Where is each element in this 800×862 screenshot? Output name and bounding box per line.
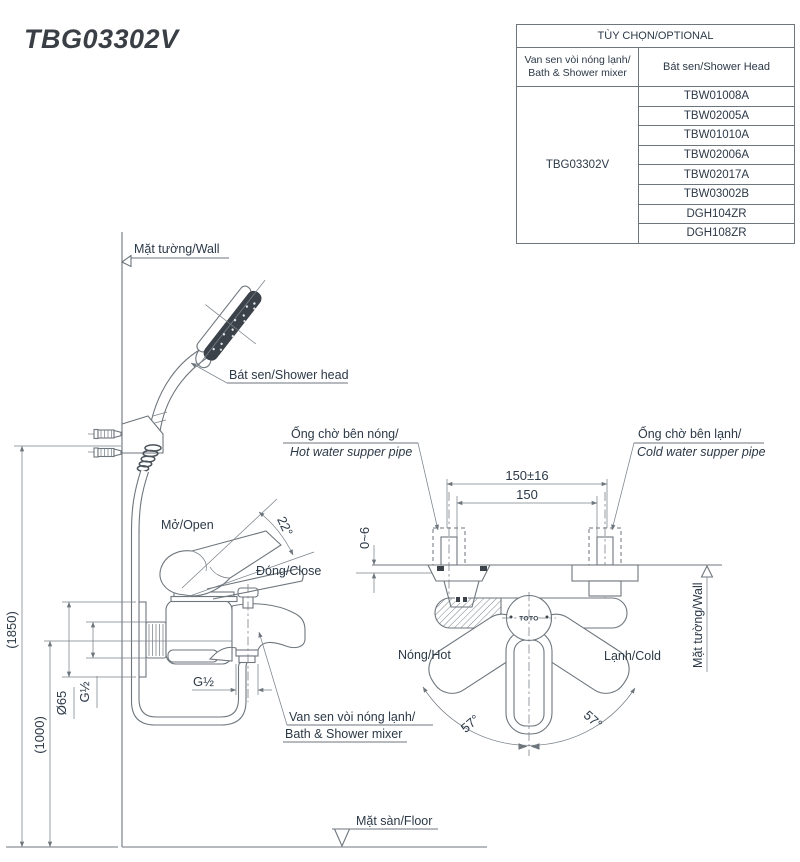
label-close: Đóng/Close [256, 564, 321, 578]
dimension-0-6: 0~6 [356, 527, 432, 593]
dimension-dia65: Ø65 [54, 601, 136, 719]
page-title: TBG03302V [24, 24, 179, 54]
tub-spout-drawing [208, 603, 306, 662]
table-row: TBW01010A [639, 125, 794, 145]
cold-union [571, 564, 639, 597]
dimension-1000: (1000) [32, 640, 53, 848]
dim-57-left: 57° [458, 711, 483, 735]
svg-text:G½: G½ [193, 674, 214, 689]
label-shower-head: Bát sen/Shower head [229, 368, 349, 382]
svg-text:0~6: 0~6 [357, 527, 372, 549]
wall-union-nut [145, 621, 167, 659]
lever-closed-outline [206, 568, 304, 600]
hot-union-section [427, 564, 491, 608]
dimension-1850: (1850) [4, 445, 121, 848]
side-view-drawing: Mặt tường/Wall [4, 232, 487, 848]
cold-pipe-callout: Ống chờ bên lạnh/ Cold water supper pipe [611, 426, 766, 531]
wall-bracket-drawing [88, 415, 164, 472]
wall-datum-front: Mặt tường/Wall [691, 564, 714, 672]
dimension-150-tol: 150±16 [446, 468, 608, 528]
label-hot: Nóng/Hot [398, 648, 451, 662]
table-row: TBW02006A [639, 144, 794, 165]
handle-centerlines [502, 592, 556, 756]
label-wall-front: Mặt tường/Wall [691, 582, 705, 668]
dim-57-right: 57° [581, 708, 606, 732]
pipe-centerlines [448, 492, 606, 612]
svg-text:Ống chờ bên nóng/: Ống chờ bên nóng/ [291, 426, 399, 441]
label-cold: Lạnh/Cold [604, 649, 661, 663]
label-floor: Mặt sàn/Floor [356, 814, 432, 828]
brand-logo: TOTO [519, 616, 538, 623]
shower-head-callout: Bát sen/Shower head [190, 362, 349, 384]
svg-text:Hot water supper pipe: Hot water supper pipe [290, 445, 412, 459]
svg-text:G½: G½ [77, 681, 92, 702]
dim-22deg: 22° [274, 514, 296, 538]
svg-text:Cold water supper pipe: Cold water supper pipe [637, 445, 766, 459]
svg-text:150±16: 150±16 [505, 468, 548, 483]
spout-outlet-flange [235, 649, 259, 664]
dimension-g12-outlet: G½ [192, 664, 272, 695]
front-view-drawing: Ống chờ bên nóng/ Hot water supper pipe … [283, 426, 766, 756]
table-row: TBW03002B [639, 183, 794, 204]
options-table-col1-header: Van sen vòi nóng lạnh/ Bath & Shower mix… [517, 48, 639, 86]
svg-text:Ø65: Ø65 [54, 691, 69, 716]
svg-text:(1000): (1000) [32, 716, 47, 754]
wall-datum-side: Mặt tường/Wall [120, 242, 229, 268]
options-table-col2-header: Bát sen/Shower Head [662, 61, 770, 73]
table-row: TBW01008A [683, 90, 750, 103]
hot-pipe-callout: Ống chờ bên nóng/ Hot water supper pipe [283, 426, 439, 531]
mixer-valve-side [165, 591, 238, 665]
mixer-callout: Van sen vòi nóng lạnh/ Bath & Shower mix… [258, 631, 433, 743]
svg-text:150: 150 [516, 487, 538, 502]
screw-icon [93, 447, 122, 458]
label-mixer-vi: Van sen vòi nóng lạnh/ [289, 710, 416, 724]
label-wall-side: Mặt tường/Wall [134, 242, 220, 256]
table-row: DGH104ZR [639, 203, 794, 224]
screw-icon [93, 428, 122, 440]
wall-datum-arrow-icon [700, 564, 714, 578]
dimension-g12-side: G½ [77, 621, 146, 708]
table-row: TBW02017A [639, 164, 794, 184]
svg-text:(1850): (1850) [4, 611, 19, 649]
label-open: Mở/Open [161, 518, 214, 532]
table-row: DGH108ZR [639, 223, 794, 243]
label-mixer-en: Bath & Shower mixer [285, 727, 402, 741]
options-table-header: TÙY CHỌN/OPTIONAL [517, 25, 794, 48]
shower-head-list: TBW01008A TBW02005A TBW01010A TBW02006A … [639, 87, 794, 243]
shower-head-drawing [147, 279, 266, 442]
floor-datum-icon [333, 828, 351, 848]
svg-text:Ống chờ bên lạnh/: Ống chờ bên lạnh/ [638, 426, 742, 441]
mixer-code-cell: TBG03302V [517, 87, 639, 243]
dimension-150: 150 [456, 487, 598, 537]
options-table: TÙY CHỌN/OPTIONAL Van sen vòi nóng lạnh/… [516, 24, 795, 244]
wall-datum-arrow-icon [120, 254, 132, 268]
floor-datum: Mặt sàn/Floor [332, 814, 438, 848]
table-row: TBW02005A [639, 105, 794, 126]
